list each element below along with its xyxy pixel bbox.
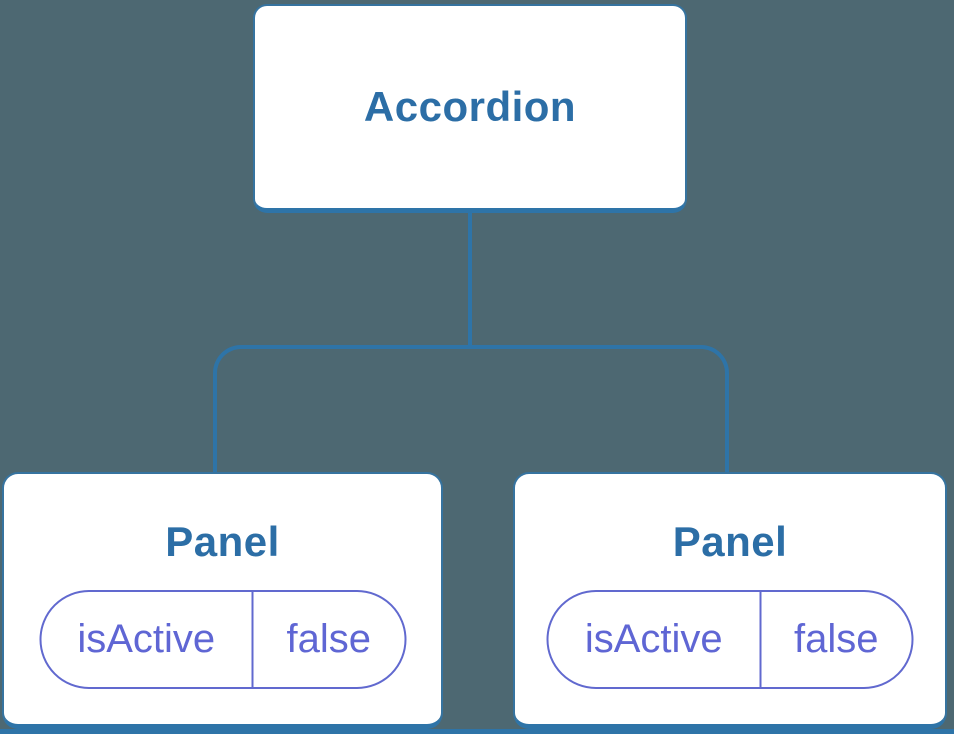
prop-name-label: isActive: [584, 617, 723, 661]
bottom-edge-line: [0, 729, 954, 734]
panel-right-label: Panel: [672, 518, 788, 565]
panel-right-prop-pill: isActive false: [546, 590, 914, 689]
connector-bracket: [213, 345, 729, 472]
accordion-node-label: Accordion: [363, 83, 577, 130]
prop-value-label: false: [251, 592, 404, 687]
panel-left-label: Panel: [165, 518, 280, 565]
tree-node-accordion: Accordion: [253, 4, 687, 213]
prop-name-label: isActive: [77, 617, 216, 661]
panel-left-prop-pill: isActive false: [39, 590, 406, 689]
tree-node-panel-left: Panel isActive false: [2, 472, 443, 729]
tree-node-panel-right: Panel isActive false: [513, 472, 947, 729]
prop-value-label: false: [759, 592, 911, 687]
connector-stem: [468, 211, 472, 347]
